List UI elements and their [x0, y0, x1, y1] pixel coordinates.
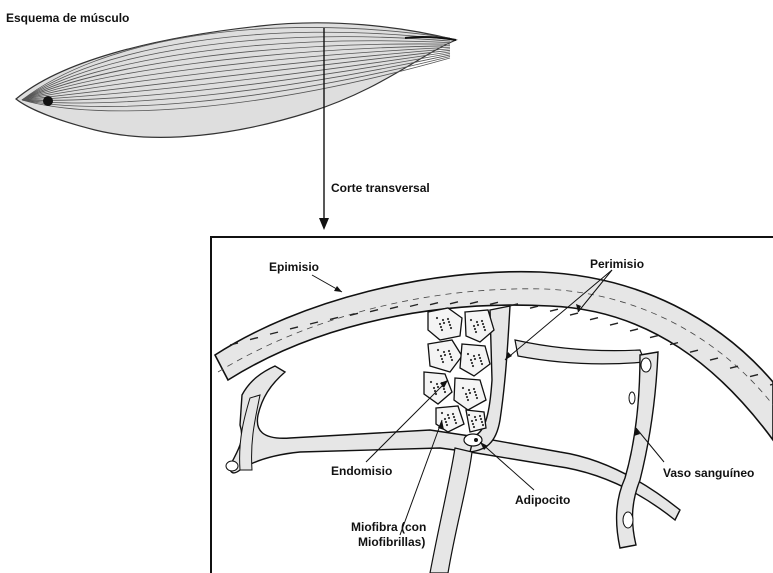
label-miofibra-2: Miofibrillas) — [358, 535, 425, 549]
label-adipocito: Adipocito — [515, 493, 570, 507]
label-perimisio: Perimisio — [590, 257, 644, 271]
cut-arrowhead — [319, 218, 329, 230]
label-miofibra-1: Miofibra (con — [351, 520, 426, 534]
cross-section-frame — [210, 236, 773, 573]
cut-label: Corte transversal — [331, 181, 430, 195]
diagram-title: Esquema de músculo — [6, 11, 129, 25]
tendon-end — [43, 96, 53, 106]
label-vaso: Vaso sanguíneo — [663, 466, 773, 480]
label-endomisio: Endomisio — [331, 464, 392, 478]
muscle-spindle — [16, 23, 456, 138]
label-epimisio: Epimisio — [269, 260, 319, 274]
